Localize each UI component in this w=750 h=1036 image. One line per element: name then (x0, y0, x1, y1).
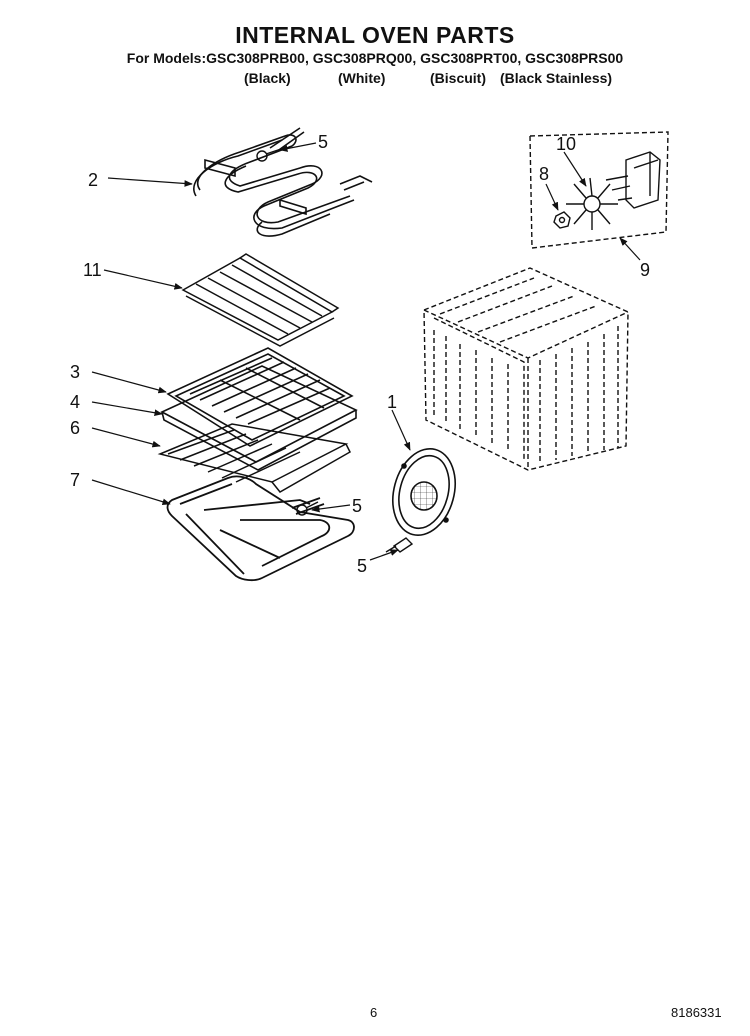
callout-2: 2 (88, 170, 98, 190)
callout-3: 3 (70, 362, 80, 382)
callout-10: 10 (556, 134, 576, 154)
color-black: (Black) (244, 70, 291, 86)
callout-leaders (91, 142, 641, 561)
color-black-stainless: (Black Stainless) (500, 70, 613, 86)
callout-1: 1 (387, 392, 397, 412)
callout-5-mid: 5 (352, 496, 362, 516)
color-white: (White) (338, 70, 386, 86)
bake-tray (157, 423, 351, 493)
page-title: INTERNAL OVEN PARTS (235, 22, 515, 48)
callout-9: 9 (640, 260, 650, 280)
callout-5-bottom: 5 (357, 556, 367, 576)
screw-part-5-bottom (385, 537, 414, 553)
callout-11: 11 (83, 260, 102, 280)
callout-8: 8 (539, 164, 549, 184)
color-biscuit: (Biscuit) (430, 70, 486, 86)
callout-4: 4 (70, 392, 80, 412)
callout-7: 7 (70, 470, 80, 490)
fan-nut (553, 211, 571, 229)
convection-motor-group (529, 131, 669, 249)
fan-cover (392, 447, 456, 537)
screw-part-5-mid (296, 501, 319, 516)
fan-blade (566, 177, 618, 230)
bake-element (166, 475, 355, 582)
broil-pan (160, 365, 358, 471)
document-number: 8186331 (671, 1005, 722, 1020)
model-list: For Models:GSC308PRB00, GSC308PRQ00, GSC… (126, 50, 624, 66)
callout-5-top: 5 (318, 132, 328, 152)
oven-rack (181, 253, 340, 347)
page-number: 6 (370, 1005, 378, 1020)
oven-cavity (423, 267, 629, 471)
broil-element (193, 127, 373, 237)
callout-6: 6 (70, 418, 80, 438)
